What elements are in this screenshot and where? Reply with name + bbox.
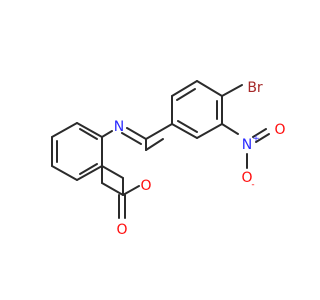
bond xyxy=(121,132,142,145)
bond xyxy=(171,123,198,139)
bond xyxy=(76,165,103,181)
bond xyxy=(79,128,98,140)
bond xyxy=(176,88,196,101)
bond xyxy=(171,80,198,97)
bond xyxy=(51,122,78,138)
bond xyxy=(51,165,78,181)
bond xyxy=(101,130,113,138)
bond xyxy=(101,182,124,196)
bond xyxy=(79,163,98,175)
bond xyxy=(196,123,223,139)
bond xyxy=(221,84,243,97)
bond xyxy=(177,120,198,133)
atom-label-oxygen-ring: O xyxy=(140,178,151,194)
atom-charge-nitrogen-nitro: + xyxy=(252,134,260,144)
atom-label-bromine: Br xyxy=(247,80,263,96)
bond xyxy=(122,185,140,196)
atom-label-oxygen-nitro-top: O xyxy=(274,122,285,138)
atom-label-oxygen-carbonyl: O xyxy=(116,222,127,238)
atom-label-nitrogen-ring: N xyxy=(114,119,124,135)
bond xyxy=(196,80,223,97)
bond xyxy=(255,133,270,143)
bond xyxy=(76,122,103,138)
molecule-structure-diagram: N O O Br N + O O - xyxy=(51,80,286,238)
bonds xyxy=(51,80,270,219)
atom-labels: N O O Br N + O O - xyxy=(114,80,286,238)
bond xyxy=(221,123,239,135)
atom-charge-oxygen-nitro-bottom: - xyxy=(251,180,254,190)
atom-label-nitrogen-nitro: N xyxy=(242,137,252,153)
atom-label-oxygen-nitro-bottom: O xyxy=(241,170,252,186)
bond xyxy=(145,123,173,140)
bond xyxy=(145,138,164,151)
bond xyxy=(126,127,147,140)
bond xyxy=(101,165,124,179)
bond xyxy=(252,128,267,138)
